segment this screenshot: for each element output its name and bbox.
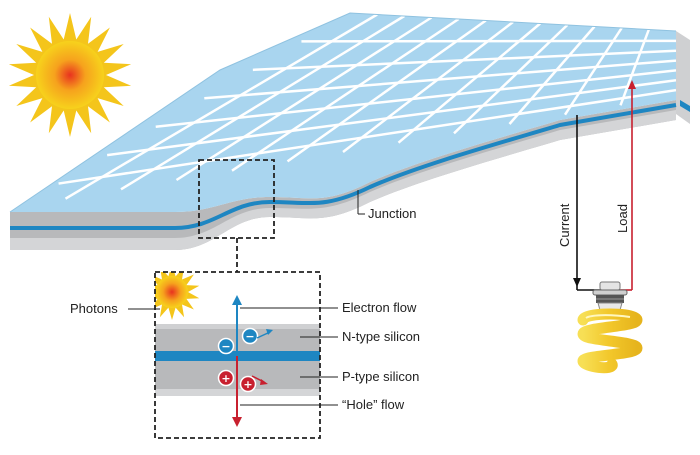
hole-particle: + [217,369,235,387]
svg-text:−: − [245,330,254,343]
photons-label: Photons [70,301,118,316]
light-bulb-icon [577,281,643,374]
hole-flow-label: “Hole” flow [342,397,405,412]
p-type-label: P-type silicon [342,369,419,384]
svg-text:+: + [221,372,230,385]
panel-grid-line [286,19,487,163]
svg-text:+: + [243,378,252,391]
panel-grid-line [231,17,460,172]
hole-flow-arrow [232,417,242,427]
sun-icon [155,272,200,320]
electron-flow-arrow [232,295,242,305]
zoom-region-box [198,159,275,239]
hole-particle: + [239,375,257,393]
electron-particle: − [217,337,235,355]
panel-grid-line [120,14,405,191]
load-label: Load [615,204,630,233]
circuit [573,80,636,291]
panel-grid-line [508,25,596,125]
n-type-label: N-type silicon [342,329,420,344]
current-label: Current [557,203,572,247]
panel-grid-line [342,21,514,153]
panel-grid-line [58,88,676,185]
svg-text:−: − [221,340,230,353]
panel-grid-line [106,79,676,157]
panel-grid-line [619,29,651,106]
panel-grid-line [397,22,541,144]
junction-label: Junction [368,206,416,221]
panel-grid-line [175,16,433,182]
electron-flow-label: Electron flow [342,300,417,315]
panel-grid-line [155,69,676,128]
panel-grid-line [453,24,569,135]
current-arrow [573,278,581,287]
solar-panel [9,12,690,250]
electron-particle: − [241,327,259,345]
load-arrow [628,80,636,89]
magnified-view: − − + + [154,271,321,439]
panel-grid-line [64,13,378,200]
sun-icon [8,13,132,137]
panel-grid-line [563,27,623,116]
